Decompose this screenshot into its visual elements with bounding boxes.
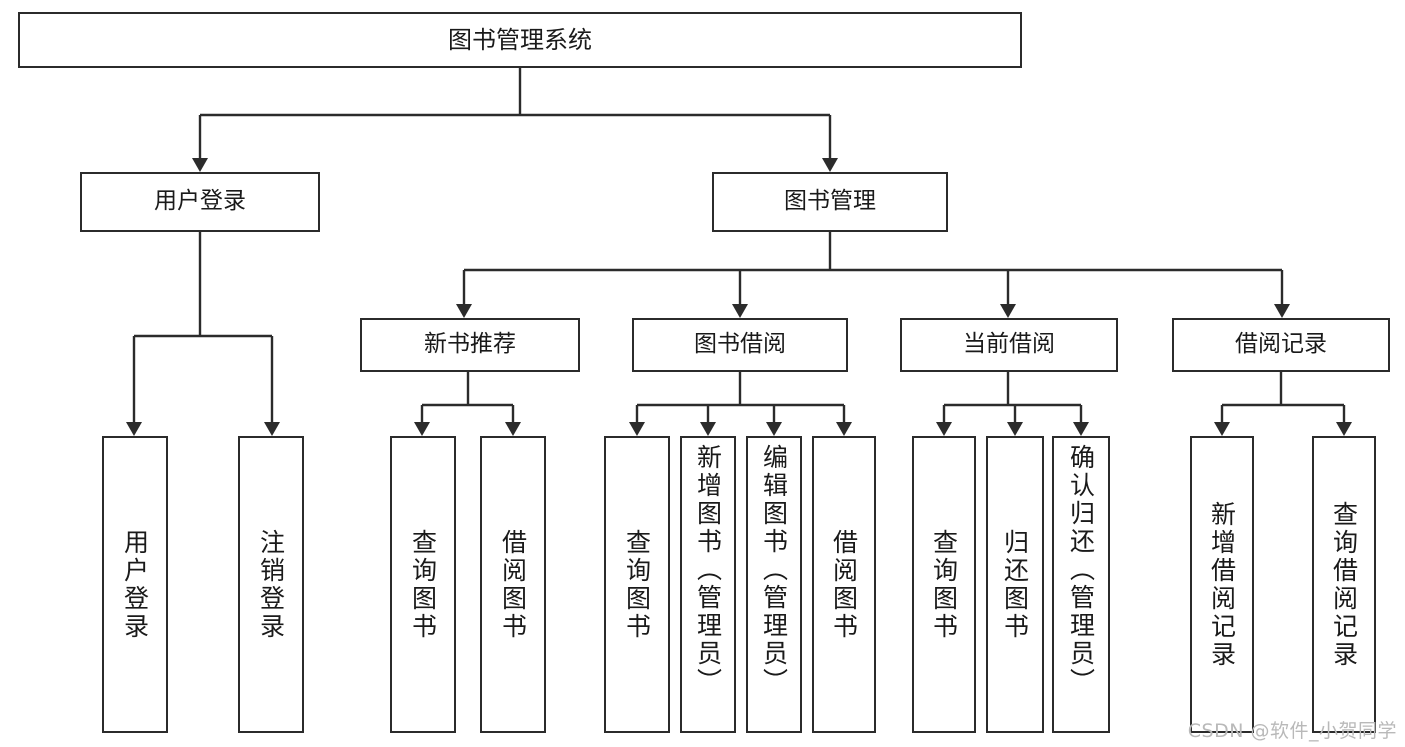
node-label-book-manage: 图书管理 [784,188,876,215]
node-user-login[interactable]: 用户登录 [80,172,320,232]
node-label-leaf-query-book-3: 查询图书 [929,528,959,641]
node-label-leaf-add-book: 新增图书（管理员） [693,444,723,696]
node-leaf-confirm-return[interactable]: 确认归还（管理员） [1052,436,1110,733]
arrowhead-borrow-to-l4 [836,422,852,436]
node-label-root: 图书管理系统 [448,25,592,54]
node-leaf-query-record[interactable]: 查询借阅记录 [1312,436,1376,733]
arrowhead-rec2-to-l2 [1336,422,1352,436]
node-leaf-borrow-book-1[interactable]: 借阅图书 [480,436,546,733]
node-borrow-record[interactable]: 借阅记录 [1172,318,1390,372]
node-leaf-user-login[interactable]: 用户登录 [102,436,168,733]
arrowhead-login-to-leaf1 [126,422,142,436]
node-label-leaf-borrow-book-1: 借阅图书 [498,528,528,641]
node-label-leaf-edit-book: 编辑图书（管理员） [759,444,789,696]
arrowhead-cur-to-l3 [1073,422,1089,436]
node-new-book-recommend[interactable]: 新书推荐 [360,318,580,372]
arrowhead-root-to-manage [822,158,838,172]
arrowhead-manage-to-n3 [1000,304,1016,318]
node-label-leaf-borrow-book-2: 借阅图书 [829,528,859,641]
node-leaf-query-book-1[interactable]: 查询图书 [390,436,456,733]
node-leaf-edit-book[interactable]: 编辑图书（管理员） [746,436,802,733]
node-book-manage[interactable]: 图书管理 [712,172,948,232]
arrowhead-manage-to-n4 [1274,304,1290,318]
node-leaf-query-book-3[interactable]: 查询图书 [912,436,976,733]
arrowhead-borrow-to-l2 [700,422,716,436]
arrowhead-borrow-to-l3 [766,422,782,436]
node-leaf-add-record[interactable]: 新增借阅记录 [1190,436,1254,733]
node-label-leaf-confirm-return: 确认归还（管理员） [1066,444,1096,696]
node-label-current-borrow: 当前借阅 [963,331,1055,358]
arrowhead-borrow-to-l1 [629,422,645,436]
node-label-leaf-logout: 注销登录 [256,528,286,641]
node-label-book-borrow: 图书借阅 [694,331,786,358]
arrowhead-cur-to-l2 [1007,422,1023,436]
node-book-borrow[interactable]: 图书借阅 [632,318,848,372]
arrowhead-rec-to-l2 [505,422,521,436]
arrowhead-rec2-to-l1 [1214,422,1230,436]
watermark: CSDN @软件_小贺同学 [1187,720,1397,742]
node-leaf-add-book[interactable]: 新增图书（管理员） [680,436,736,733]
node-label-leaf-add-record: 新增借阅记录 [1207,500,1237,669]
arrowhead-root-to-login [192,158,208,172]
node-label-leaf-query-book-1: 查询图书 [408,528,438,641]
node-label-leaf-return-book: 归还图书 [1000,528,1030,641]
node-leaf-borrow-book-2[interactable]: 借阅图书 [812,436,876,733]
node-root[interactable]: 图书管理系统 [18,12,1022,68]
node-leaf-logout[interactable]: 注销登录 [238,436,304,733]
node-label-leaf-user-login: 用户登录 [120,528,150,641]
node-label-user-login: 用户登录 [154,188,246,215]
arrowhead-manage-to-n2 [732,304,748,318]
arrowhead-rec-to-l1 [414,422,430,436]
arrowhead-login-to-leaf2 [264,422,280,436]
node-leaf-return-book[interactable]: 归还图书 [986,436,1044,733]
node-label-leaf-query-book-2: 查询图书 [622,528,652,641]
node-current-borrow[interactable]: 当前借阅 [900,318,1118,372]
node-label-borrow-record: 借阅记录 [1235,331,1327,358]
arrowhead-manage-to-n1 [456,304,472,318]
node-label-leaf-query-record: 查询借阅记录 [1329,500,1359,669]
node-leaf-query-book-2[interactable]: 查询图书 [604,436,670,733]
node-label-new-book-recommend: 新书推荐 [424,331,516,358]
arrowhead-cur-to-l1 [936,422,952,436]
